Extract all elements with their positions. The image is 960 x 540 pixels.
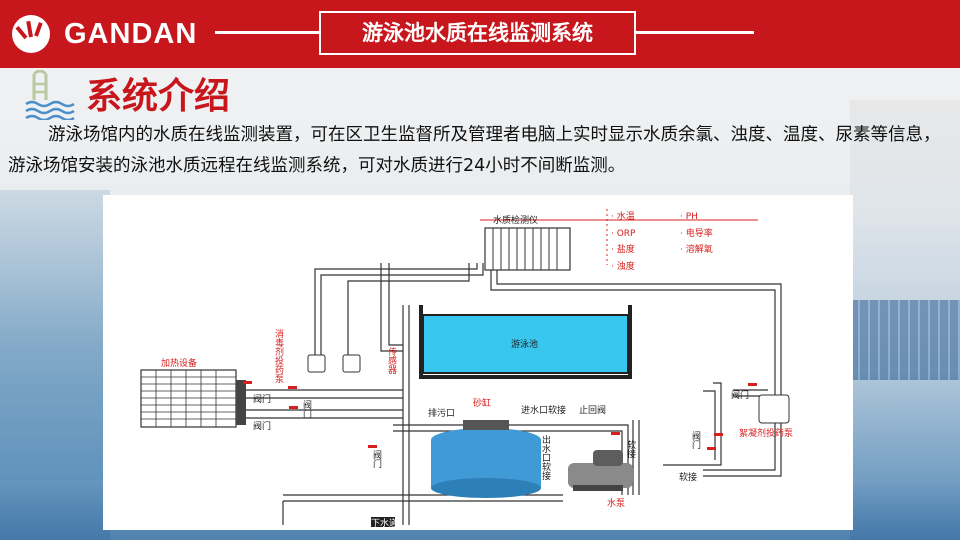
water-quality-instrument xyxy=(484,227,571,271)
heater-unit xyxy=(140,369,237,428)
pump-label: 水泵 xyxy=(607,499,626,509)
valve-label-6: 阀门 xyxy=(731,391,750,401)
brand-logo: GANDAN xyxy=(12,15,197,53)
param-salinity: · 盐度 xyxy=(611,245,635,255)
pool-label: 游泳池 xyxy=(511,340,539,350)
flocculant-pump-label: 絮凝剂投药泵 xyxy=(739,429,794,439)
system-diagram: 水质检测仪 · 水温 · ORP · 盐度 · 浊度 · PH · 电导率 · … xyxy=(103,195,853,530)
sensor-label: 传感器 xyxy=(386,347,396,374)
drain-label: 排污口 xyxy=(428,409,456,419)
page-title: 游泳池水质在线监测系统 xyxy=(319,11,636,55)
title-rule-left xyxy=(215,31,319,34)
title-rule-right xyxy=(636,31,754,34)
check-valve-label: 止回阀 xyxy=(579,406,607,416)
sand-tank-valve-head xyxy=(463,420,509,430)
param-turbidity: · 浊度 xyxy=(611,261,635,272)
section-title: 系统介绍 xyxy=(86,76,231,117)
param-water-temp: · 水温 xyxy=(611,212,635,222)
param-conductivity: · 电导率 xyxy=(680,228,713,239)
swimming-pool-ladder-icon xyxy=(25,70,75,120)
soft-joint-label-2: 软接 xyxy=(679,473,698,483)
heater-connectors xyxy=(236,380,246,425)
sensor-tank xyxy=(342,354,361,373)
sand-tank-label: 砂缸 xyxy=(473,399,492,409)
params-right: · PH · 电导率 · 溶解氧 xyxy=(680,209,713,259)
disinfectant-tank xyxy=(307,354,326,373)
logo-mark-icon xyxy=(12,15,50,53)
brand-name: GANDAN xyxy=(64,17,198,50)
disinfectant-pump-label: 消毒剂投药泵 xyxy=(273,329,283,383)
valve-handles xyxy=(243,381,757,450)
heater-label: 加热设备 xyxy=(161,359,198,369)
header-bar: GANDAN 游泳池水质在线监测系统 xyxy=(0,0,960,68)
inlet-hose-label: 进水口软接 xyxy=(521,406,567,416)
sewer-label: 下水道 xyxy=(371,519,399,529)
outlet-hose-label: 出水口软接 xyxy=(540,435,550,480)
instrument-label: 水质检测仪 xyxy=(493,216,539,226)
valve-label-4: 阀门 xyxy=(371,450,381,468)
param-orp: · ORP xyxy=(611,228,636,239)
valve-label-3: 阀门 xyxy=(301,400,311,418)
valve-label-1: 阀门 xyxy=(253,395,272,405)
soft-joint-label: 软接 xyxy=(625,440,635,458)
water-pump xyxy=(568,463,633,488)
params-left: · 水温 · ORP · 盐度 · 浊度 xyxy=(611,209,636,275)
flocculant-tank xyxy=(758,394,790,424)
background-tiles xyxy=(850,300,960,380)
param-ph: · PH xyxy=(680,212,698,222)
diagram-drawing xyxy=(140,209,790,527)
param-dissolved-oxygen: · 溶解氧 xyxy=(680,245,713,255)
valve-label-5: 阀门 xyxy=(690,431,700,449)
sewer-drain xyxy=(371,517,395,527)
intro-paragraph: 游泳场馆内的水质在线监测装置，可在区卫生监督所及管理者电脑上实时显示水质余氯、浊… xyxy=(8,125,941,176)
instrument-fins xyxy=(492,228,558,270)
valve-label-2: 阀门 xyxy=(253,422,272,432)
